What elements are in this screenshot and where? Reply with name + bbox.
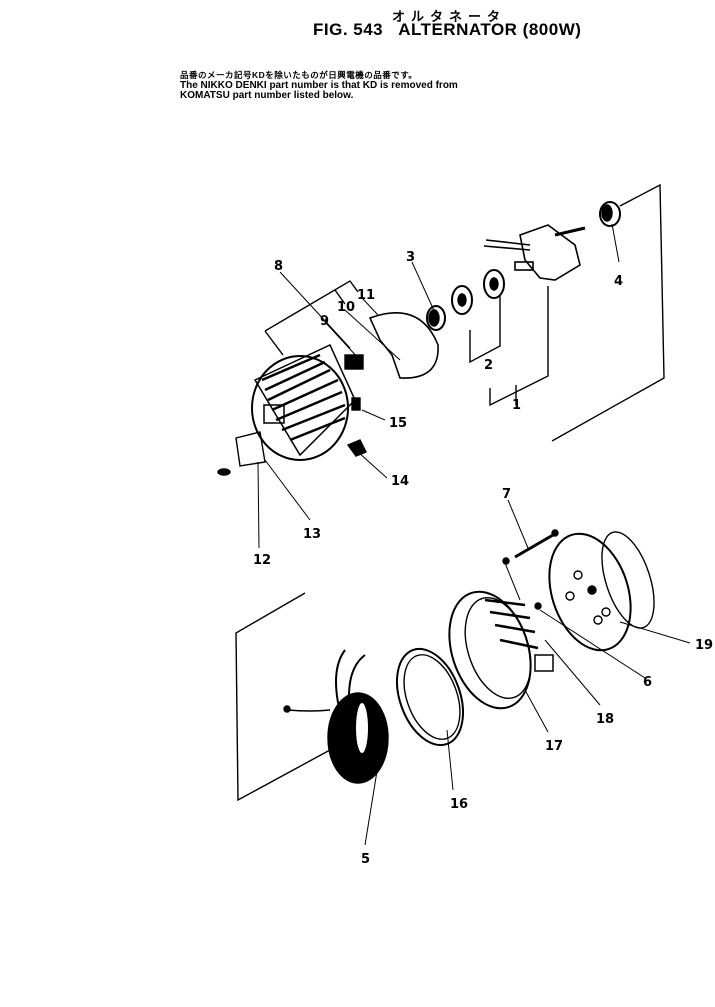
- bracket-rear-housing: [264, 280, 359, 356]
- bearing-3: [426, 305, 446, 331]
- callout-16: 16: [450, 797, 469, 812]
- callout-7: 7: [502, 487, 512, 502]
- front-housing: [448, 590, 554, 710]
- callout-6: 6: [643, 675, 653, 690]
- seal-ring: [396, 647, 464, 747]
- callout-17: 17: [545, 739, 564, 754]
- leader-lines: [257, 223, 691, 846]
- bolt-and-nuts: [502, 529, 559, 610]
- callout-19: 19: [695, 638, 714, 653]
- rear-housing: [251, 344, 356, 461]
- callout-1: 1: [512, 398, 522, 413]
- rotor: [483, 224, 586, 281]
- note-line-1: The NIKKO DENKI part number is that KD i…: [180, 79, 458, 91]
- callout-14: 14: [391, 474, 410, 489]
- callout-4: 4: [614, 274, 624, 289]
- callout-11: 11: [357, 288, 376, 303]
- callout-18: 18: [596, 712, 615, 727]
- callout-2: 2: [484, 358, 494, 373]
- bracket-rotor-group: [469, 183, 665, 442]
- fan-cover: [368, 312, 439, 379]
- japanese-title: オルタネータ: [392, 9, 507, 24]
- callout-15: 15: [389, 416, 408, 431]
- callout-3: 3: [406, 250, 416, 265]
- note-japanese: 品番のメーカ記号KDを除いたものが日興電機の品番です。: [180, 70, 418, 80]
- figure-caption: ALTERNATOR (800W): [398, 20, 582, 39]
- callout-9: 9: [320, 314, 330, 329]
- bearing-4: [599, 201, 621, 227]
- bracket-stator: [235, 592, 331, 802]
- stator: [283, 649, 389, 784]
- brush-holder: [217, 354, 367, 476]
- callout-13: 13: [303, 527, 322, 542]
- pulley-fan: [548, 531, 655, 652]
- figure-number: FIG. 543: [313, 20, 384, 39]
- callout-10: 10: [337, 300, 356, 315]
- slip-rings: [451, 269, 505, 315]
- callout-5: 5: [361, 852, 371, 867]
- callout-8: 8: [274, 259, 284, 274]
- figure-title: FIG. 543 ALTERNATOR (800W): [313, 20, 581, 40]
- callout-12: 12: [253, 553, 272, 568]
- note-line-2: KOMATSU part number listed below.: [180, 90, 354, 101]
- part-number-note: 品番のメーカ記号KDを除いたものが日興電機の品番です。 The NIKKO DE…: [180, 70, 458, 102]
